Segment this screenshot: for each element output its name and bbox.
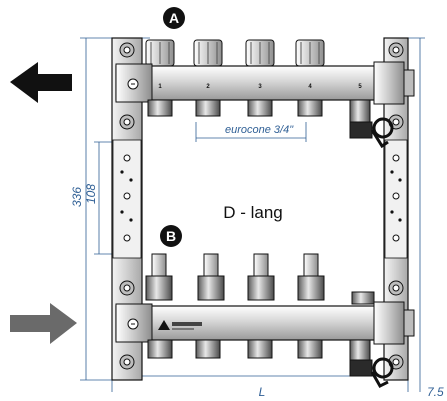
bar-end-cap-right	[373, 301, 405, 345]
drain-valve-icon	[349, 339, 394, 388]
screw-icon	[388, 42, 404, 58]
drain-valve-icon	[349, 99, 394, 149]
dimension-lines	[80, 37, 425, 392]
outlet-number: 1	[158, 84, 162, 90]
bottom-manifold	[115, 253, 415, 388]
screw-icon	[119, 114, 135, 130]
outlet-nut	[195, 99, 221, 117]
arrow-left-icon	[10, 62, 72, 103]
outlet-nut	[297, 339, 323, 359]
valve-insert	[247, 253, 275, 301]
valve-insert	[145, 253, 173, 301]
length-label: L	[259, 385, 266, 399]
outlet-number: 4	[308, 84, 312, 90]
arrow-right-icon	[10, 303, 77, 344]
svg-text:A: A	[169, 10, 179, 26]
screw-icon	[388, 280, 404, 296]
outlet-number: 3	[258, 84, 262, 90]
flow-meter-cap	[295, 39, 325, 67]
flow-meter-cap	[145, 39, 175, 67]
supply-bar	[115, 65, 395, 101]
outlet-nut	[147, 339, 173, 359]
screw-icon	[388, 114, 404, 130]
outlet-nut	[247, 339, 273, 359]
screw-icon	[119, 280, 135, 296]
valve-insert	[197, 253, 225, 301]
svg-text:B: B	[166, 228, 176, 244]
connection-label: eurocone 3/4"	[225, 124, 294, 136]
model-label: D - lang	[223, 203, 283, 222]
offset-label: 7.5	[427, 385, 444, 399]
top-manifold: 1 2 3 4 5	[115, 39, 415, 149]
outlet-number: 5	[358, 84, 362, 90]
outlet-nut	[195, 339, 221, 359]
flow-meter-cap	[193, 39, 223, 67]
outlet-nut	[297, 99, 323, 117]
height-overall-label: 336	[70, 187, 84, 207]
screw-icon	[119, 42, 135, 58]
brand-logo	[158, 320, 202, 330]
outlet-nut	[247, 99, 273, 117]
bar-end-cap-right	[373, 61, 405, 105]
screw-icon	[119, 354, 135, 370]
valve-insert	[297, 253, 325, 301]
height-bars-label: 108	[84, 184, 98, 204]
flow-meter-cap	[245, 39, 275, 67]
return-bar	[115, 305, 395, 341]
outlet-number: 2	[206, 84, 210, 90]
outlet-nut	[147, 99, 173, 117]
marker-b: B	[160, 225, 182, 247]
marker-a: A	[163, 7, 185, 29]
